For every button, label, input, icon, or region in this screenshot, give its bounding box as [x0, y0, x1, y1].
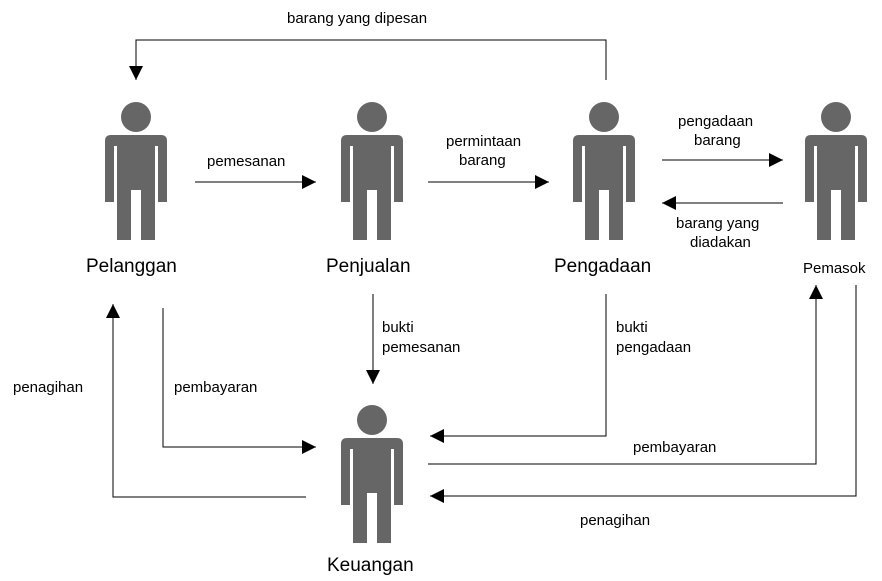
label-pengadaan-barang-2: barang [694, 132, 741, 149]
actor-name-keuangan: Keuangan [327, 555, 414, 576]
arrow-penagihan-pemasok [430, 285, 857, 503]
label-barang-yang-diadakan-2: diadakan [690, 234, 751, 251]
actor-name-penjualan: Penjualan [326, 256, 411, 277]
arrow-barang-yang-dipesan [129, 39, 607, 80]
label-pembayaran-pelanggan: pembayaran [174, 379, 258, 396]
label-penagihan-pelanggan: penagihan [13, 379, 84, 396]
label-bukti-pengadaan-1: bukti [616, 319, 648, 336]
arrow-bukti-pengadaan [430, 294, 607, 443]
label-bukti-pemesanan-2: pemesanan [382, 339, 461, 356]
label-bukti-pengadaan-2: pengadaan [616, 339, 692, 356]
label-bukti-pemesanan-1: bukti [382, 319, 414, 336]
label-permintaan-barang-2: barang [459, 152, 506, 169]
penjualan-person-icon [341, 102, 403, 240]
label-pembayaran-pemasok: pembayaran [633, 439, 717, 456]
pengadaan-person-icon [573, 102, 635, 240]
label-pemesanan: pemesanan [207, 153, 286, 170]
pemasok-person-icon [805, 102, 867, 240]
actor-name-pemasok: Pemasok [803, 260, 866, 277]
arrow-penagihan-pelanggan [106, 304, 306, 498]
keuangan-person-icon [341, 405, 403, 543]
label-permintaan-barang-1: permintaan [446, 133, 522, 150]
label-penagihan-pemasok: penagihan [580, 512, 651, 529]
label-barang-yang-dipesan: barang yang dipesan [287, 10, 428, 27]
actor-name-pelanggan: Pelanggan [86, 256, 177, 277]
pelanggan-person-icon [105, 102, 167, 240]
label-pengadaan-barang-1: pengadaan [678, 113, 754, 130]
arrow-pembayaran-pelanggan [162, 308, 316, 454]
actor-name-pengadaan: Pengadaan [554, 256, 652, 277]
label-barang-yang-diadakan-1: barang yang [676, 215, 760, 232]
arrow-pembayaran-pemasok [428, 285, 823, 465]
